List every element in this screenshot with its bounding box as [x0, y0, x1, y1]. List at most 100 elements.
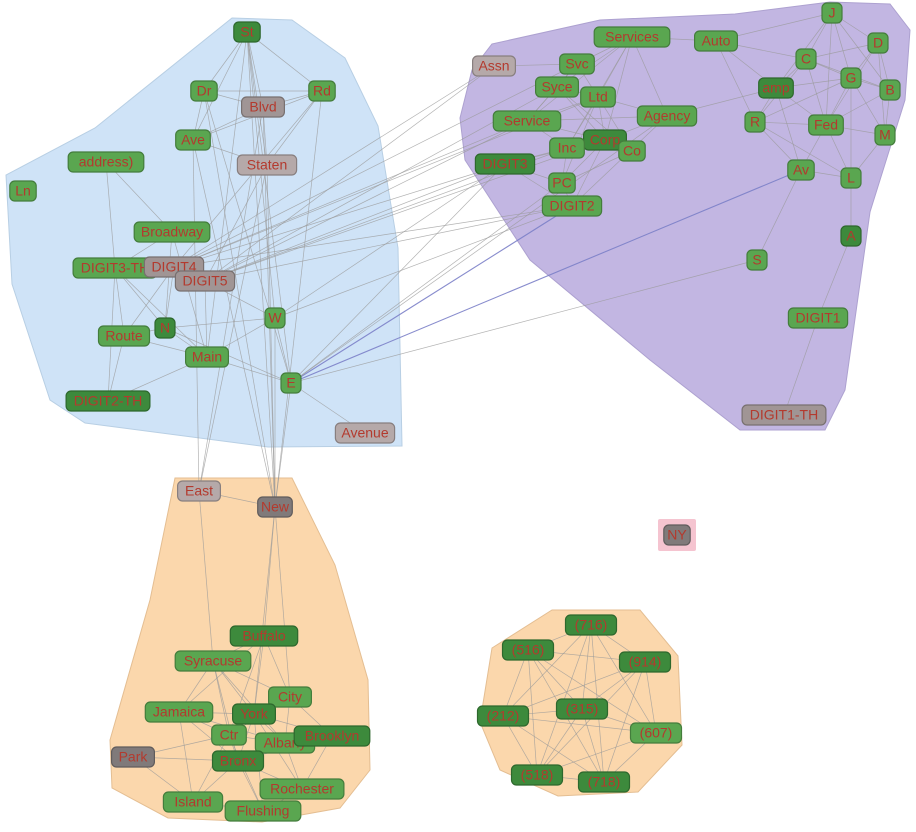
- node-w[interactable]: W: [264, 307, 286, 329]
- node-a315[interactable]: (315): [555, 698, 609, 720]
- node-box: [501, 639, 555, 661]
- node-box: [867, 32, 889, 54]
- node-label: (315): [566, 701, 599, 717]
- node-box: [229, 625, 299, 647]
- node-digit1[interactable]: DIGIT1: [787, 307, 849, 329]
- node-a914[interactable]: (914): [618, 651, 672, 673]
- node-s[interactable]: S: [746, 249, 768, 271]
- node-svc[interactable]: Svc: [559, 53, 595, 75]
- node-ny[interactable]: NY: [663, 524, 691, 546]
- node-a518[interactable]: (518): [510, 764, 564, 786]
- node-l[interactable]: L: [840, 167, 862, 189]
- node-box: [280, 372, 302, 394]
- node-park[interactable]: Park: [110, 746, 155, 768]
- node-broadway[interactable]: Broadway: [133, 221, 211, 243]
- node-amp[interactable]: amp: [758, 77, 794, 99]
- node-agency[interactable]: Agency: [636, 105, 698, 127]
- edge-a914-a607: [644, 661, 657, 734]
- node-st[interactable]: St: [233, 21, 261, 43]
- node-box: [577, 771, 631, 793]
- node-label: DIGIT3: [482, 156, 527, 172]
- node-digit5[interactable]: DIGIT5: [174, 270, 236, 292]
- node-label: Ctr: [220, 727, 239, 743]
- node-address[interactable]: address): [67, 151, 145, 173]
- node-e[interactable]: E: [280, 372, 302, 394]
- node-rd[interactable]: Rd: [308, 80, 336, 102]
- node-ltd[interactable]: Ltd: [580, 86, 616, 108]
- node-city[interactable]: City: [268, 686, 313, 708]
- edge-a516-a212: [502, 649, 529, 717]
- node-pc[interactable]: PC: [548, 172, 576, 194]
- edge-digit3th-main: [114, 267, 208, 358]
- node-n[interactable]: N: [154, 317, 176, 339]
- node-label: R: [750, 114, 760, 130]
- node-a607[interactable]: (607): [629, 722, 683, 744]
- cluster-business: [459, 1, 911, 431]
- node-blvd[interactable]: Blvd: [241, 96, 286, 118]
- node-main[interactable]: Main: [185, 346, 230, 368]
- node-inc[interactable]: Inc: [549, 137, 585, 159]
- node-box: [233, 21, 261, 43]
- node-m[interactable]: M: [874, 124, 896, 146]
- node-box: [97, 325, 151, 347]
- node-ave[interactable]: Ave: [175, 129, 211, 151]
- node-ctr[interactable]: Ctr: [211, 724, 247, 746]
- node-avenue[interactable]: Avenue: [334, 422, 396, 444]
- edge-service-digit4: [173, 120, 528, 268]
- node-av[interactable]: Av: [787, 159, 815, 181]
- node-c[interactable]: C: [795, 48, 817, 70]
- node-a516[interactable]: (516): [501, 639, 555, 661]
- node-jamaica[interactable]: Jamaica: [144, 701, 214, 723]
- node-service[interactable]: Service: [492, 110, 562, 132]
- node-digit2[interactable]: DIGIT2: [541, 195, 603, 217]
- node-a212[interactable]: (212): [476, 705, 530, 727]
- node-label: Fed: [814, 117, 838, 133]
- node-d[interactable]: D: [867, 32, 889, 54]
- node-flushing[interactable]: Flushing: [224, 800, 302, 822]
- node-r[interactable]: R: [744, 111, 766, 133]
- node-digit1th[interactable]: DIGIT1-TH: [741, 404, 827, 426]
- node-box: [618, 651, 672, 673]
- node-box: [795, 48, 817, 70]
- node-syce[interactable]: Syce: [534, 76, 579, 98]
- node-box: [211, 724, 247, 746]
- node-ln[interactable]: Ln: [9, 180, 37, 202]
- node-corp[interactable]: Corp: [582, 129, 627, 151]
- node-box: [758, 77, 794, 99]
- edge-a516-a607: [527, 649, 657, 734]
- node-box: [190, 80, 218, 102]
- node-box: [185, 346, 230, 368]
- node-staten[interactable]: Staten: [236, 154, 298, 176]
- node-a716[interactable]: (716): [564, 614, 618, 636]
- edge-syracuse-albany: [212, 660, 286, 744]
- node-label: East: [185, 483, 213, 499]
- node-york[interactable]: York: [232, 703, 277, 725]
- node-buffalo[interactable]: Buffalo: [229, 625, 299, 647]
- node-a718[interactable]: (718): [577, 771, 631, 793]
- node-digit3[interactable]: DIGIT3: [474, 153, 536, 175]
- node-syracuse[interactable]: Syracuse: [174, 650, 252, 672]
- node-j[interactable]: J: [821, 2, 843, 24]
- node-box: [593, 26, 671, 48]
- node-east[interactable]: East: [177, 480, 222, 502]
- node-fed[interactable]: Fed: [808, 114, 844, 136]
- node-dr[interactable]: Dr: [190, 80, 218, 102]
- node-digit2th[interactable]: DIGIT2-TH: [65, 390, 151, 412]
- node-auto[interactable]: Auto: [693, 30, 738, 52]
- node-rochester[interactable]: Rochester: [259, 778, 345, 800]
- node-a[interactable]: A: [840, 225, 862, 247]
- node-bronx[interactable]: Bronx: [211, 750, 265, 772]
- edge-ave-east: [192, 139, 200, 492]
- node-assn[interactable]: Assn: [472, 55, 517, 77]
- node-island[interactable]: Island: [162, 791, 224, 813]
- node-brooklyn[interactable]: Brooklyn: [293, 725, 371, 747]
- node-b[interactable]: B: [879, 79, 901, 101]
- node-services[interactable]: Services: [593, 26, 671, 48]
- node-label: Co: [623, 143, 641, 159]
- node-co[interactable]: Co: [618, 140, 646, 162]
- nodes: StDrBlvdRdAveStatenaddress)LnBroadwayDIG…: [9, 2, 901, 822]
- node-route[interactable]: Route: [97, 325, 151, 347]
- node-label: Rd: [313, 83, 331, 99]
- node-g[interactable]: G: [840, 67, 862, 89]
- node-new[interactable]: New: [257, 496, 293, 518]
